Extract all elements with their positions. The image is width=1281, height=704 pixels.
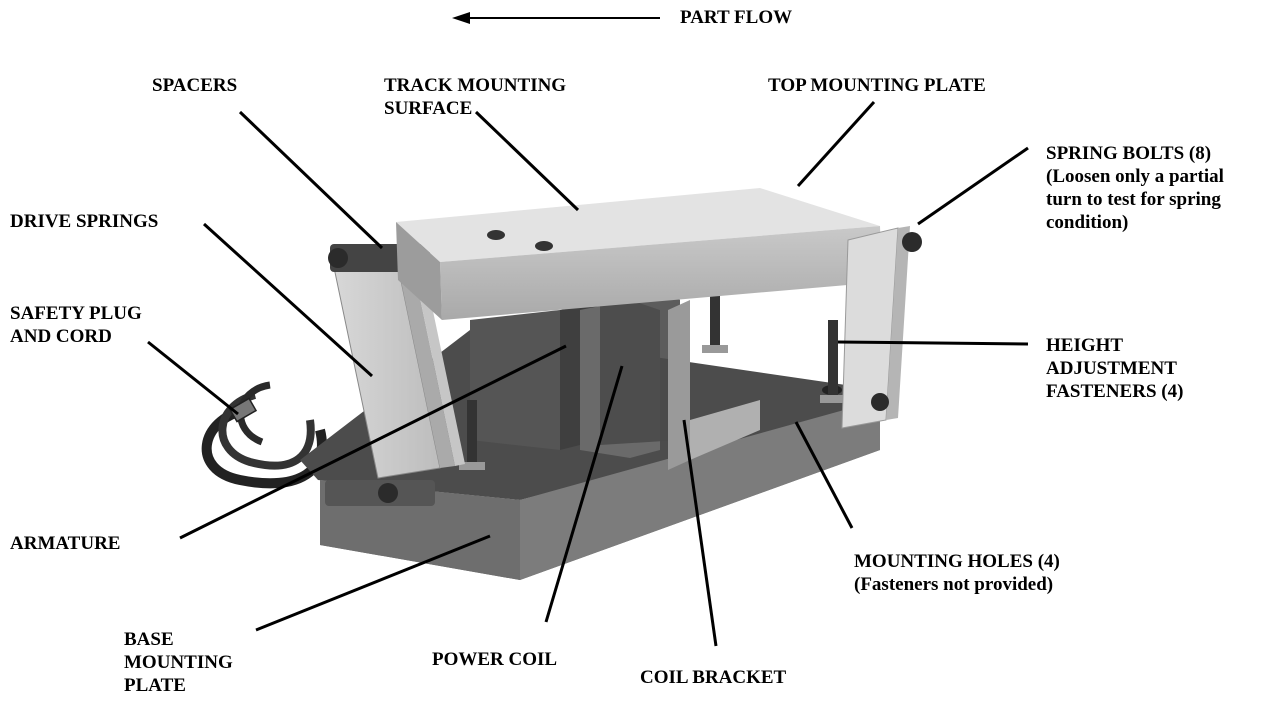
label-power-coil: POWER COIL xyxy=(432,649,558,670)
label-part-flow: PART FLOW xyxy=(680,7,793,28)
label-mounting-holes: MOUNTING HOLES (4) (Fasteners not provid… xyxy=(854,551,1060,595)
top-mounting-plate xyxy=(396,188,882,320)
leader-mounting-holes xyxy=(794,421,854,529)
leader-spacers xyxy=(238,110,384,250)
label-drive-springs: DRIVE SPRINGS xyxy=(10,211,159,232)
leader-base-mounting-plate xyxy=(255,534,491,632)
label-armature: ARMATURE xyxy=(10,533,121,554)
leader-spring-bolts xyxy=(917,146,1029,226)
label-spacers: SPACERS xyxy=(152,75,238,96)
label-spring-bolts: SPRING BOLTS (8) (Loosen only a partial … xyxy=(1046,143,1224,233)
leader-armature xyxy=(179,344,567,540)
label-base-mounting-plate: BASE MOUNTING PLATE xyxy=(124,629,233,696)
power-coil-block xyxy=(470,280,680,458)
label-height-adjustment-fasteners: HEIGHT ADJUSTMENT FASTENERS (4) xyxy=(1046,335,1184,402)
label-safety-plug-and-cord: SAFETY PLUG AND CORD xyxy=(10,303,142,347)
leader-coil-bracket xyxy=(682,419,718,647)
label-track-mounting-surface: TRACK MOUNTING SURFACE xyxy=(384,75,567,119)
leader-power-coil xyxy=(544,365,624,623)
leader-track-mounting-surface xyxy=(474,110,580,212)
leader-lines xyxy=(147,100,1029,647)
part-flow-arrow xyxy=(452,12,660,24)
right-drive-springs xyxy=(841,226,922,429)
safety-cord xyxy=(201,381,327,489)
leader-height-adjustment xyxy=(837,340,1029,346)
height-adjustment-bolts xyxy=(459,275,846,470)
leader-drive-springs xyxy=(202,222,374,378)
label-top-mounting-plate: TOP MOUNTING PLATE xyxy=(768,75,986,96)
leader-safety-plug xyxy=(147,340,239,416)
label-coil-bracket: COIL BRACKET xyxy=(640,667,787,688)
leader-top-mounting-plate xyxy=(796,100,876,188)
